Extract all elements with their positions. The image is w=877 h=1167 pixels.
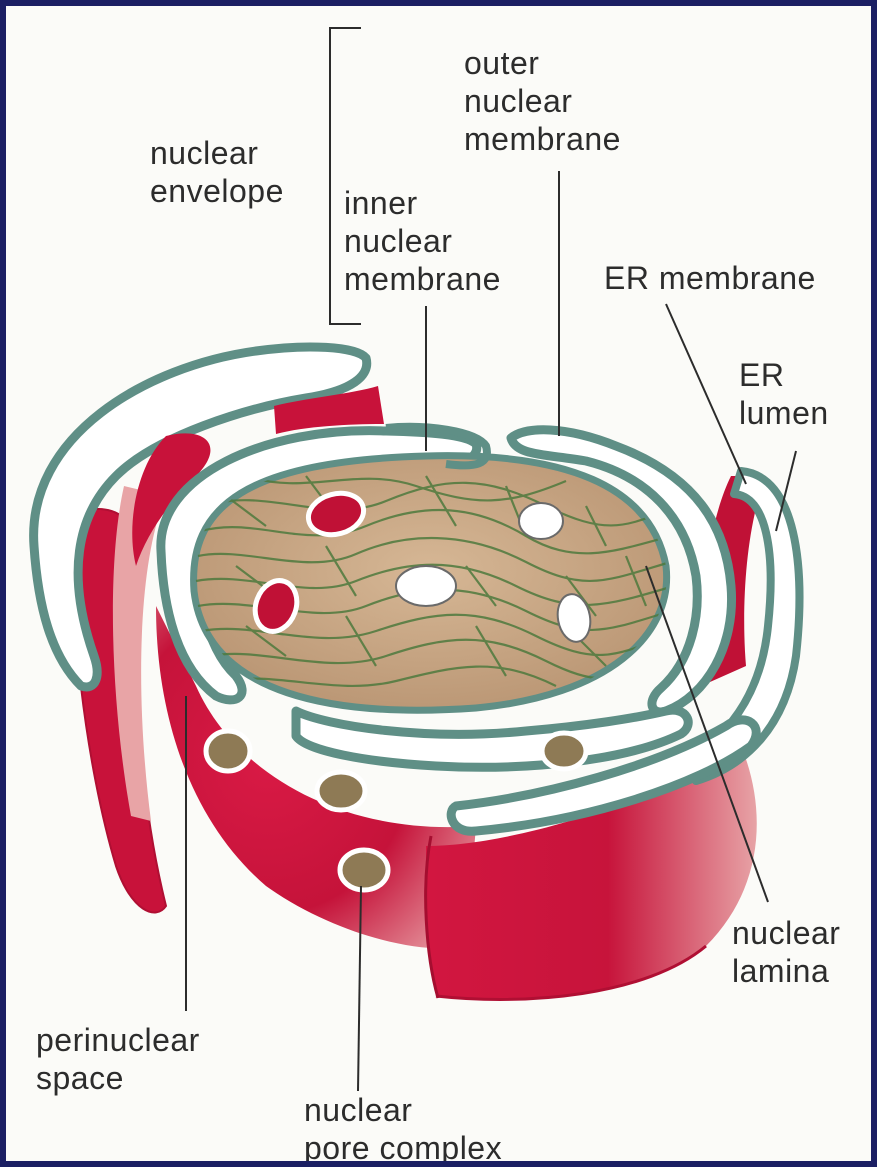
label-inner-nuclear-membrane: inner nuclear membrane [344,184,501,298]
label-nuclear-envelope: nuclear envelope [150,134,284,210]
diagram-frame: nuclear envelope outer nuclear membrane … [6,6,871,1161]
er-membrane-leader [666,304,746,484]
label-er-membrane: ER membrane [604,259,816,297]
front-membrane-band [296,710,688,767]
label-nuclear-pore-complex: nuclear pore complex [304,1091,502,1161]
label-outer-nuclear-membrane: outer nuclear membrane [464,44,621,158]
label-nuclear-lamina: nuclear lamina [732,914,840,990]
label-perinuclear-space: perinuclear space [36,1021,200,1097]
label-er-lumen: ER lumen [739,356,829,432]
